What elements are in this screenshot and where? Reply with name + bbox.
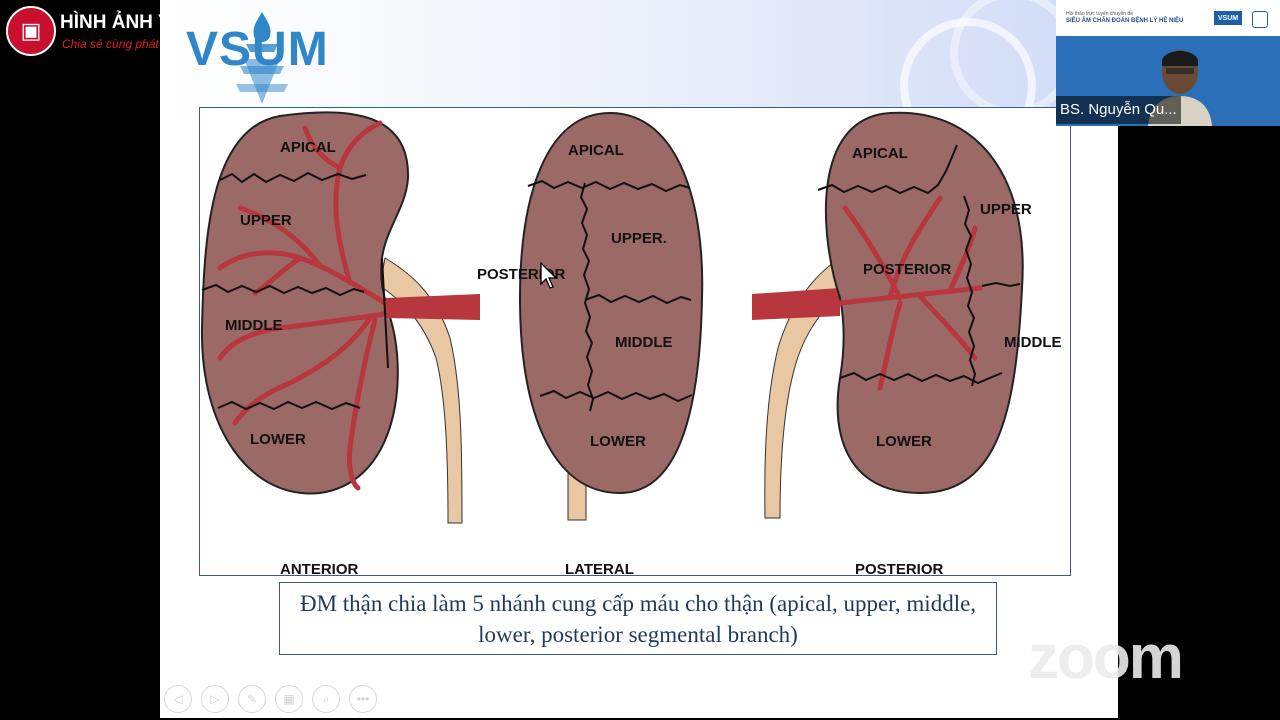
segment-label: LOWER xyxy=(876,433,932,450)
next-slide-icon[interactable]: ▷ xyxy=(201,685,229,713)
philips-logo-icon xyxy=(1252,11,1268,28)
kidney-figure: APICAL UPPER MIDDLE LOWER ANTERIOR APICA… xyxy=(199,107,1071,576)
channel-tagline: Chia sẻ cùng phát triển xyxy=(62,37,186,51)
kidney-anterior: APICAL UPPER MIDDLE LOWER ANTERIOR xyxy=(200,111,480,575)
pen-icon[interactable]: ✎ xyxy=(238,685,266,713)
segment-label: UPPER xyxy=(980,201,1032,218)
participant-name: BS. Nguyễn Qu... xyxy=(1056,96,1181,124)
segment-label: APICAL xyxy=(568,142,624,159)
slides-icon[interactable]: ▦ xyxy=(275,685,303,713)
segment-label: UPPER. xyxy=(611,230,667,247)
banner-line2: SIÊU ÂM CHẨN ĐOÁN BỆNH LÝ HỆ NIỆU xyxy=(1066,18,1184,24)
slide-caption: ĐM thận chia làm 5 nhánh cung cấp máu ch… xyxy=(279,582,997,655)
segment-label: LOWER xyxy=(590,433,646,450)
slide-controls: ◁ ▷ ✎ ▦ ⌕ ••• xyxy=(164,685,377,713)
segment-label: LOWER xyxy=(250,431,306,448)
zoom-icon[interactable]: ⌕ xyxy=(312,685,340,713)
segment-label: UPPER xyxy=(240,212,292,229)
segment-label: POSTERIOR xyxy=(863,261,952,278)
webinar-banner: Hội thảo trực tuyến chuyên đề SIÊU ÂM CH… xyxy=(1056,0,1280,36)
zoom-watermark: zoom xyxy=(1028,623,1184,692)
segment-label: MIDDLE xyxy=(225,317,283,334)
kidney-lateral: APICAL UPPER. POSTERIOR MIDDLE LOWER LAT… xyxy=(477,111,704,575)
prev-slide-icon[interactable]: ◁ xyxy=(164,685,192,713)
segment-label: MIDDLE xyxy=(1004,334,1062,351)
vsum-logo-text: VSUM xyxy=(186,23,329,76)
view-label-posterior: POSTERIOR xyxy=(855,561,944,575)
kidney-posterior: APICAL UPPER POSTERIOR MIDDLE LOWER POST… xyxy=(752,111,1062,575)
view-label-lateral: LATERAL xyxy=(565,561,634,575)
shared-slide: VSUM xyxy=(160,0,1118,718)
banner-vsum-logo: VSUM xyxy=(1214,11,1242,25)
banner-line1: Hội thảo trực tuyến chuyên đề xyxy=(1066,11,1133,17)
channel-logo: ▣ HÌNH ẢNH Y KHOA Chia sẻ cùng phát triể… xyxy=(4,4,231,56)
channel-logo-icon: ▣ xyxy=(6,6,56,56)
more-icon[interactable]: ••• xyxy=(349,685,377,713)
mouse-cursor-icon xyxy=(540,262,558,289)
view-label-anterior: ANTERIOR xyxy=(280,561,359,575)
vsum-logo-icon xyxy=(236,12,288,104)
participant-video-tile[interactable]: Hội thảo trực tuyến chuyên đề SIÊU ÂM CH… xyxy=(1056,0,1280,126)
segment-label: APICAL xyxy=(280,139,336,156)
segment-label: APICAL xyxy=(852,145,908,162)
segment-label: MIDDLE xyxy=(615,334,673,351)
